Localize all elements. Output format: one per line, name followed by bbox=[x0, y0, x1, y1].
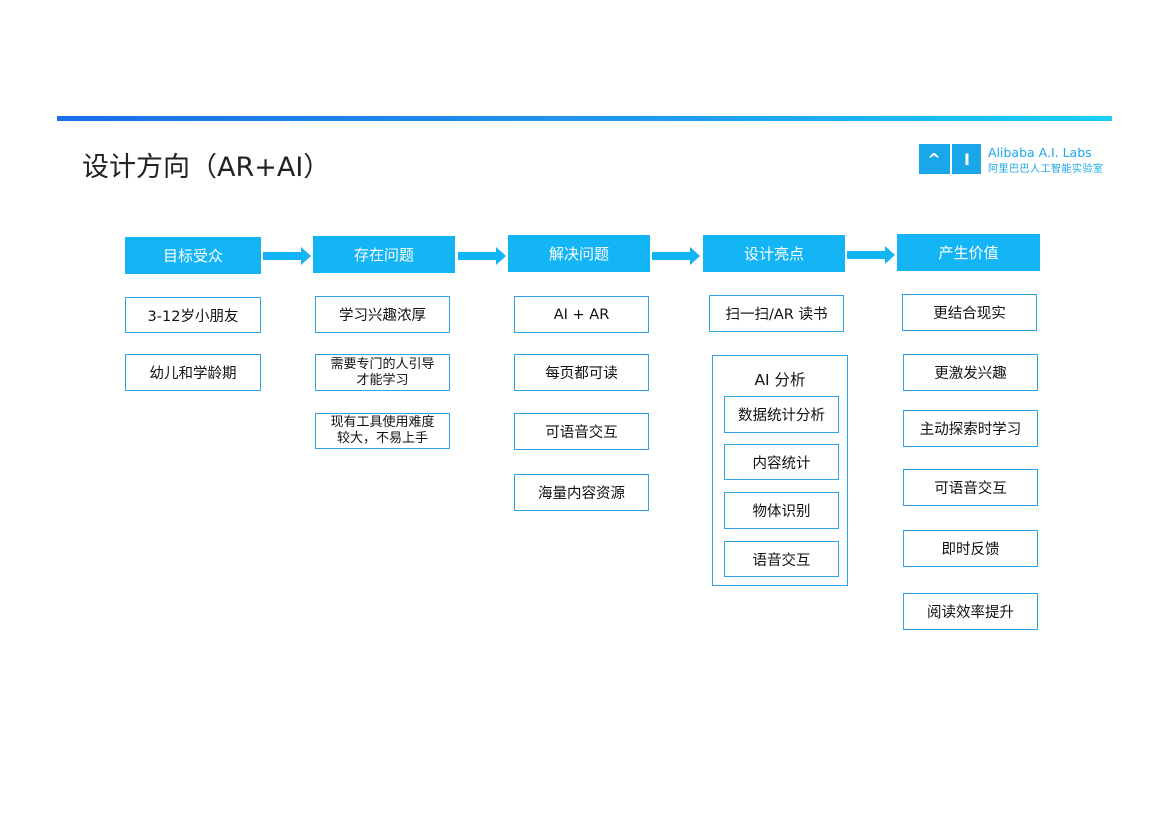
ai-analysis-title: AI 分析 bbox=[754, 371, 806, 389]
solution-item: 每页都可读 bbox=[514, 354, 649, 391]
header-design-highlights: 设计亮点 bbox=[703, 235, 845, 272]
logo-text-cn: 阿里巴巴人工智能实验室 bbox=[988, 164, 1104, 175]
audience-item: 3-12岁小朋友 bbox=[125, 297, 261, 333]
top-accent-bar bbox=[57, 116, 1112, 121]
arrow-right-icon bbox=[458, 247, 506, 265]
header-target-audience: 目标受众 bbox=[125, 237, 261, 274]
problem-item: 需要专门的人引导 才能学习 bbox=[315, 354, 450, 391]
header-solutions: 解决问题 bbox=[508, 235, 650, 272]
value-item: 即时反馈 bbox=[903, 530, 1038, 567]
value-item: 阅读效率提升 bbox=[903, 593, 1038, 630]
ai-analysis-item: 内容统计 bbox=[724, 444, 839, 480]
solution-item: AI + AR bbox=[514, 296, 649, 333]
header-existing-problems: 存在问题 bbox=[313, 236, 455, 273]
ai-analysis-item: 语音交互 bbox=[724, 541, 839, 577]
problem-item: 现有工具使用难度 较大，不易上手 bbox=[315, 413, 450, 449]
arrow-right-icon bbox=[652, 247, 700, 265]
ai-analysis-item: 物体识别 bbox=[724, 492, 839, 529]
logo-mark-right: I bbox=[964, 149, 970, 169]
audience-item: 幼儿和学龄期 bbox=[125, 354, 261, 391]
logo-text-en: Alibaba A.I. Labs bbox=[988, 145, 1092, 160]
logo-mark: ^ I bbox=[919, 144, 981, 174]
value-item: 主动探索时学习 bbox=[903, 410, 1038, 447]
page-title: 设计方向（AR+AI） bbox=[82, 152, 331, 183]
value-item: 更激发兴趣 bbox=[903, 354, 1038, 391]
solution-item: 可语音交互 bbox=[514, 413, 649, 450]
arrow-right-icon bbox=[263, 247, 311, 265]
header-value: 产生价值 bbox=[897, 234, 1040, 271]
ai-analysis-group: AI 分析 bbox=[712, 355, 848, 586]
value-item: 更结合现实 bbox=[902, 294, 1037, 331]
logo-mark-left: ^ bbox=[927, 149, 941, 169]
ai-analysis-item: 数据统计分析 bbox=[724, 396, 839, 433]
solution-item: 海量内容资源 bbox=[514, 474, 649, 511]
alibaba-ai-labs-logo: ^ I Alibaba A.I. Labs 阿里巴巴人工智能实验室 bbox=[919, 144, 1103, 176]
highlight-item: 扫一扫/AR 读书 bbox=[709, 295, 844, 332]
problem-item: 学习兴趣浓厚 bbox=[315, 296, 450, 333]
value-item: 可语音交互 bbox=[903, 469, 1038, 506]
arrow-right-icon bbox=[847, 246, 895, 264]
